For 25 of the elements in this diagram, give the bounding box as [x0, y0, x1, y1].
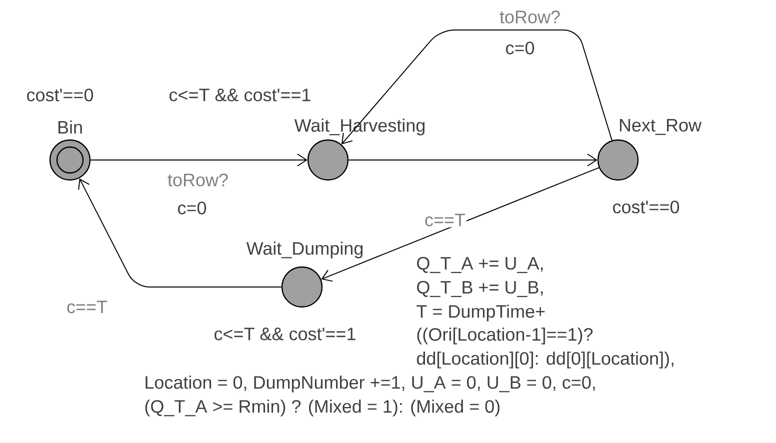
edge-label: c==T	[66, 300, 109, 314]
invariant-label: cost'==0	[613, 200, 680, 214]
update-label: Q_T_B += U_B,	[415, 280, 546, 298]
edge-label: toRow?	[498, 10, 562, 24]
edge-label: toRow?	[166, 172, 230, 188]
update-label: ((Ori[Location-1]==1)?	[415, 326, 594, 346]
arrow	[341, 30, 612, 144]
update-label: c=0	[504, 40, 536, 56]
update-label: Location = 0, DumpNumber +=1, U_A = 0, U_B = 0, c=0,	[143, 374, 598, 394]
state-name: Next_Row	[618, 118, 703, 136]
arrow	[321, 167, 600, 282]
state-name: Bin	[56, 119, 84, 135]
update-label: T = DumpTime+	[415, 304, 547, 322]
invariant-label: cost'==0	[27, 88, 94, 102]
invariant-label: c<=T && cost'==1	[170, 88, 310, 102]
invariant-label: c<=T && cost'==1	[214, 328, 356, 340]
update-label: (Q_T_A >= Rmin) ? (Mixed = 1): (Mixed = 0)	[143, 398, 502, 418]
update-label: Q_T_A += U_A,	[415, 256, 546, 274]
arrow	[348, 154, 598, 166]
state-name: Wait_Dumping	[245, 240, 365, 260]
arrow	[90, 154, 308, 166]
update-label: dd[Location][0]: dd[0][Location]),	[415, 350, 676, 370]
arrow	[78, 178, 282, 288]
update-label: c=0	[176, 200, 208, 216]
edge-label: c==T	[424, 212, 467, 228]
